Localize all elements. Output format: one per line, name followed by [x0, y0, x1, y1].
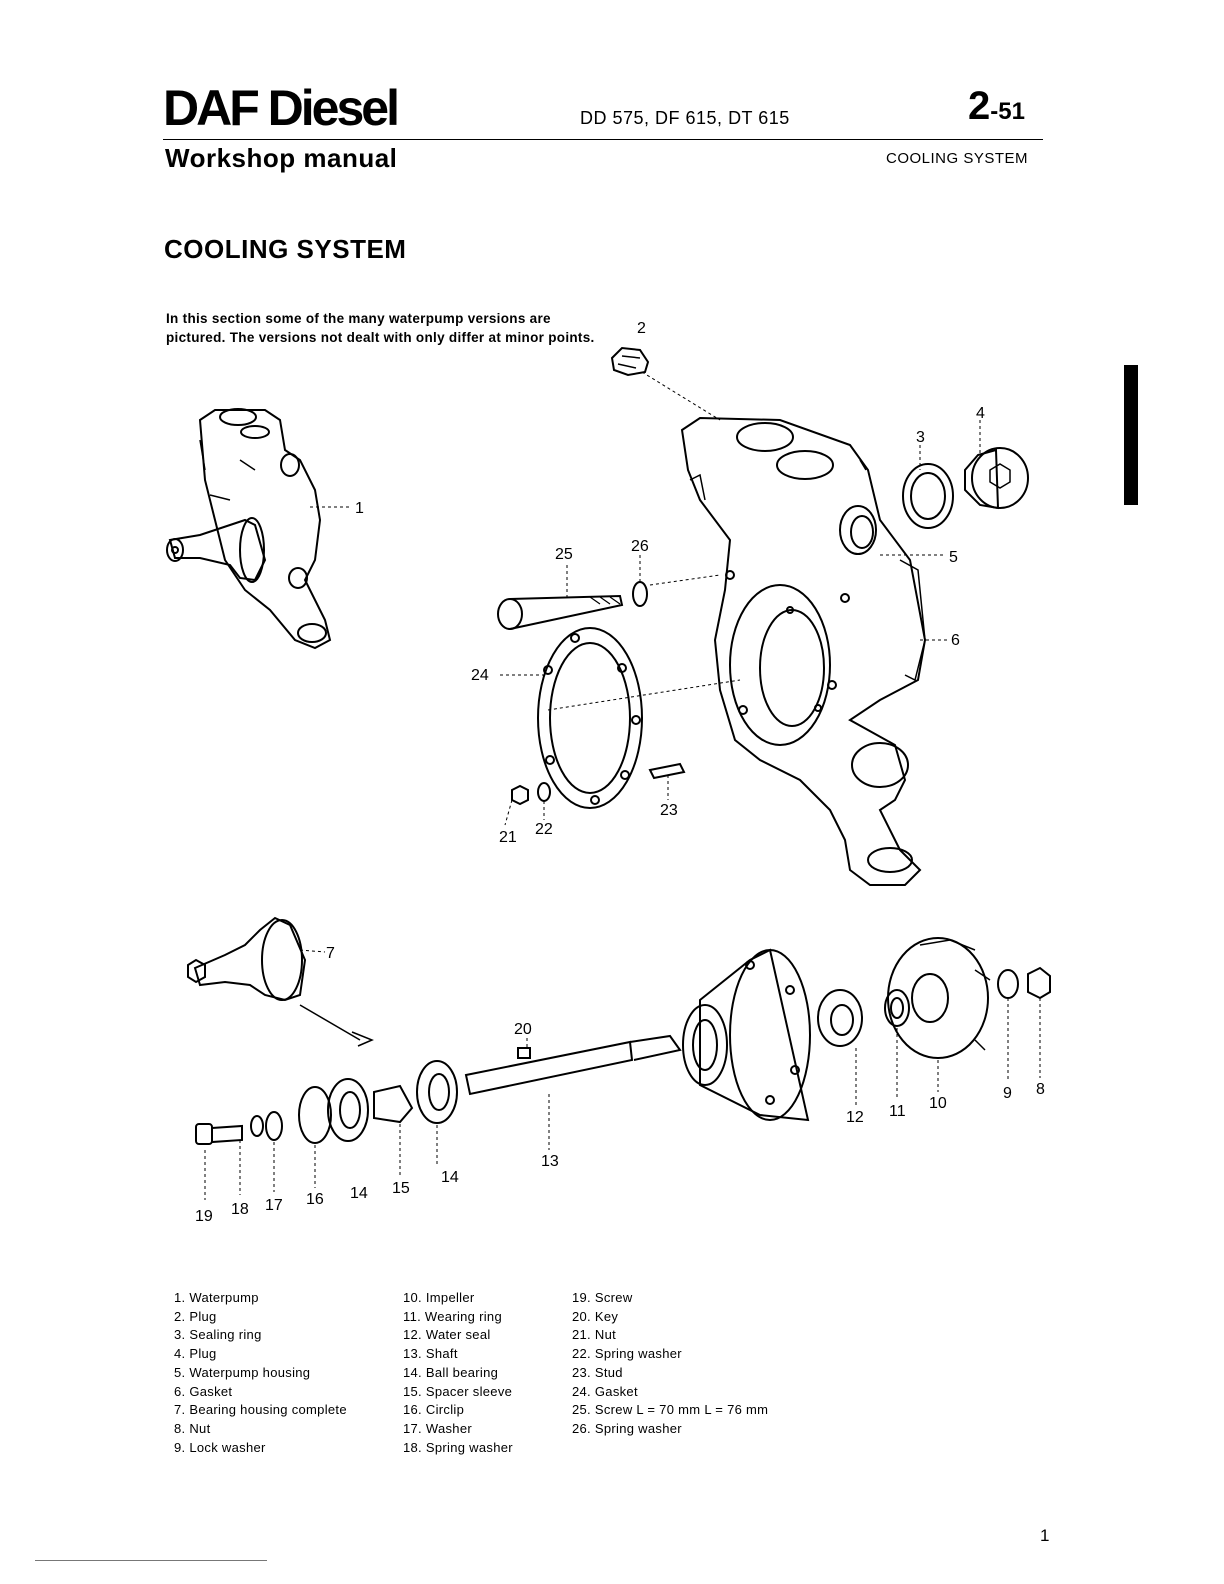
parts-legend-column-2: 10. Impeller 11. Wearing ring 12. Water … — [403, 1289, 513, 1457]
callout-16: 16 — [306, 1191, 324, 1208]
spring-washer-22-illustration — [537, 782, 551, 802]
legend-item: 9. Lock washer — [174, 1439, 266, 1455]
parts-legend-column-3: 19. Screw 20. Key 21. Nut 22. Spring was… — [572, 1289, 768, 1439]
callout-3: 3 — [916, 429, 925, 446]
legend-item: 23. Stud — [572, 1364, 623, 1380]
callout-13: 13 — [541, 1153, 559, 1170]
legend-item: 12. Water seal — [403, 1327, 491, 1343]
bearing-housing-complete-illustration — [187, 916, 374, 1047]
callout-24: 24 — [471, 667, 489, 684]
callout-22: 22 — [535, 821, 553, 838]
page-number-suffix: -51 — [990, 98, 1025, 125]
waterpump-assembly-illustration — [166, 408, 332, 650]
model-numbers: DD 575, DF 615, DT 615 — [580, 108, 790, 128]
legend-item: 16. Circlip — [403, 1402, 465, 1418]
intro-paragraph: In this section some of the many waterpu… — [166, 311, 595, 345]
callout-21: 21 — [499, 829, 517, 846]
manual-subtitle: Workshop manual — [165, 143, 398, 173]
section-tab-marker — [1124, 365, 1138, 505]
section-header: COOLING SYSTEM — [886, 150, 1029, 167]
callout-5: 5 — [949, 549, 958, 566]
callout-14a: 14 — [350, 1185, 368, 1202]
legend-item: 11. Wearing ring — [403, 1308, 502, 1324]
legend-item: 17. Washer — [403, 1420, 472, 1436]
legend-item: 21. Nut — [572, 1327, 617, 1343]
legend-item: 19. Screw — [572, 1290, 633, 1305]
callout-10: 10 — [929, 1095, 947, 1112]
callout-11: 11 — [889, 1103, 906, 1120]
legend-item: 26. Spring washer — [572, 1420, 682, 1436]
page-title: COOLING SYSTEM — [164, 234, 407, 264]
legend-item: 1. Waterpump — [174, 1290, 259, 1305]
legend-item: 22. Spring washer — [572, 1346, 682, 1362]
legend-item: 3. Sealing ring — [174, 1327, 262, 1343]
callout-8: 8 — [1036, 1081, 1045, 1098]
legend-item: 15. Spacer sleeve — [403, 1383, 513, 1399]
callout-19: 19 — [195, 1208, 213, 1225]
spring-washer-illustration — [632, 581, 648, 607]
callout-26: 26 — [631, 538, 649, 555]
parts-legend-column-1: 1. Waterpump 2. Plug 3. Sealing ring 4. … — [174, 1289, 347, 1457]
page-number-main: 2 — [968, 84, 991, 128]
gasket-illustration — [537, 627, 643, 809]
shaft-assembly-illustration — [195, 937, 1051, 1145]
sealing-ring-illustration — [902, 463, 954, 529]
brand-title: DAF Diesel — [163, 80, 400, 136]
legend-item: 14. Ball bearing — [403, 1364, 499, 1380]
callout-4: 4 — [976, 405, 985, 422]
header-rule — [163, 139, 1043, 140]
footer-page-number: 1 — [1040, 1526, 1050, 1545]
callout-7: 7 — [326, 945, 335, 962]
callout-17: 17 — [265, 1197, 283, 1214]
legend-item: 25. Screw L = 70 mm L = 76 mm — [572, 1402, 769, 1418]
legend-item: 20. Key — [572, 1308, 619, 1324]
callout-14b: 14 — [441, 1169, 459, 1186]
legend-item: 4. Plug — [174, 1346, 217, 1362]
callout-1: 1 — [355, 500, 364, 517]
nut-illustration — [511, 784, 529, 806]
plug-illustration-4 — [964, 447, 1029, 510]
callout-9: 9 — [1003, 1085, 1012, 1102]
callout-23: 23 — [660, 802, 678, 819]
callout-15: 15 — [392, 1180, 410, 1197]
legend-item: 24. Gasket — [572, 1383, 638, 1399]
legend-item: 5. Waterpump housing — [174, 1364, 311, 1380]
page-number: 2-51 — [968, 84, 1025, 129]
legend-item: 2. Plug — [174, 1308, 217, 1324]
waterpump-housing-illustration — [680, 416, 927, 886]
legend-item: 13. Shaft — [403, 1346, 458, 1362]
legend-item: 8. Nut — [174, 1420, 211, 1436]
callout-6: 6 — [951, 632, 960, 649]
screw-illustration — [497, 594, 624, 630]
callout-20: 20 — [514, 1021, 532, 1038]
callout-12: 12 — [846, 1109, 864, 1126]
legend-item: 18. Spring washer — [403, 1439, 513, 1455]
stud-illustration — [648, 762, 686, 780]
bottom-scan-line — [35, 1560, 267, 1561]
callout-2: 2 — [637, 320, 646, 337]
callout-25: 25 — [555, 546, 573, 563]
plug-illustration — [610, 346, 650, 377]
callout-18: 18 — [231, 1201, 249, 1218]
legend-item: 7. Bearing housing complete — [174, 1402, 347, 1418]
legend-item: 10. Impeller — [403, 1290, 475, 1305]
legend-item: 6. Gasket — [174, 1383, 233, 1399]
